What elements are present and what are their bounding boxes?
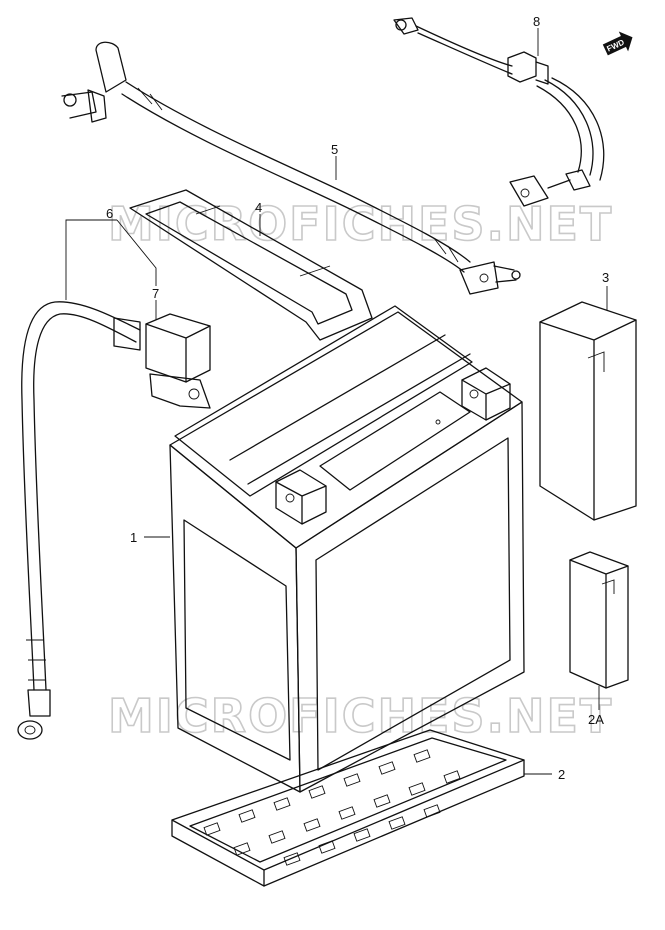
negative-cable-part: [17, 301, 141, 740]
callout-1: 1: [130, 530, 137, 545]
fwd-arrow-icon: FWD: [602, 31, 633, 56]
callout-2: 2: [558, 767, 565, 782]
callout-4: 4: [255, 200, 262, 215]
watermark-top: MICROFICHES.NET: [108, 197, 613, 251]
callout-7: 7: [152, 286, 159, 301]
callout-5: 5: [331, 142, 338, 157]
battery-part: [169, 305, 525, 793]
battery-strap-part: [129, 189, 373, 341]
small-pad-part: [569, 551, 629, 689]
lead-wire-part: [393, 17, 605, 207]
positive-cable-part: [61, 41, 521, 295]
watermark-bottom: MICROFICHES.NET: [108, 689, 613, 743]
callout-6: 6: [106, 206, 113, 221]
tray-slots: [203, 749, 461, 866]
callout-2a: 2A: [588, 712, 604, 727]
pad-part: [539, 301, 637, 521]
battery-tray-part: [171, 729, 525, 887]
callout-3: 3: [602, 270, 609, 285]
terminal-cover-part: [145, 313, 211, 409]
callout-8: 8: [533, 14, 540, 29]
leader-lines: [65, 28, 608, 775]
